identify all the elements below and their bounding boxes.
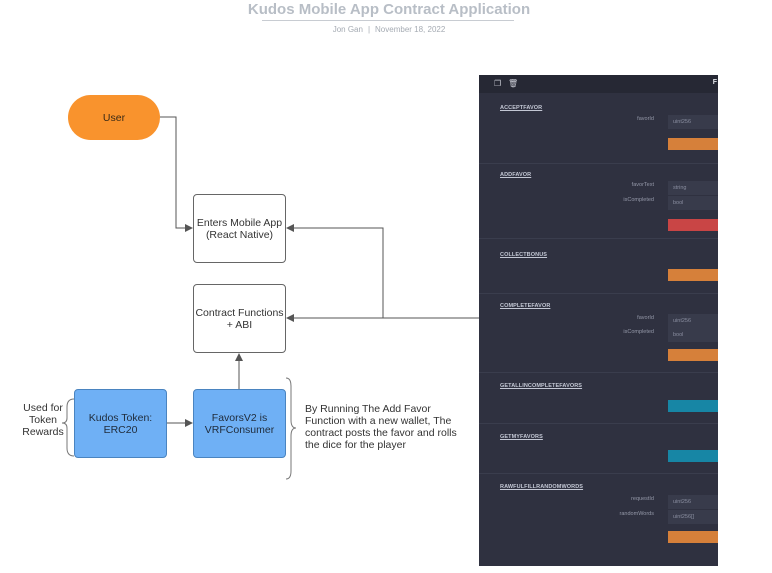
title-underline — [262, 20, 514, 21]
author: Jon Gan — [332, 25, 363, 34]
note-brace — [285, 377, 297, 480]
param-type-input[interactable]: uint256 — [668, 314, 718, 328]
user-to-app-connector — [160, 116, 193, 232]
rawfulfillrandomwords-button[interactable] — [668, 531, 718, 543]
contract-functions-node: Contract Functions + ABI — [193, 284, 286, 353]
param-name: randomWords — [619, 511, 654, 517]
param-type-input[interactable]: uint256[] — [668, 510, 718, 524]
function-divider — [479, 293, 718, 294]
function-divider — [479, 473, 718, 474]
acceptfavor-button[interactable] — [668, 138, 718, 150]
function-getmyfavors-label[interactable]: GETMYFAVORS — [500, 434, 543, 440]
contract-panel: ❐ 🗑 F ACCEPTFAVOR favorId uint256 ADDFAV… — [479, 75, 718, 566]
function-completefavor-label[interactable]: COMPLETEFAVOR — [500, 303, 551, 309]
favors-node: FavorsV2 is VRFConsumer — [193, 389, 286, 458]
function-divider — [479, 372, 718, 373]
getallincompletefavors-button[interactable] — [668, 400, 718, 412]
panel-to-app-connector — [286, 224, 479, 319]
param-name: favorId — [637, 315, 654, 321]
addfavor-button[interactable] — [668, 219, 718, 231]
trash-icon[interactable]: 🗑 — [508, 79, 519, 88]
page-title: Kudos Mobile App Contract Application — [247, 1, 531, 18]
param-type-input[interactable]: bool — [668, 328, 718, 342]
function-rawfulfillrandomwords-label[interactable]: RAWFULFILLRANDOMWORDS — [500, 484, 584, 490]
param-type-input[interactable]: uint256 — [668, 495, 718, 509]
param-type-input[interactable]: string — [668, 181, 718, 195]
add-favor-note: By Running The Add Favor Function with a… — [305, 403, 457, 451]
param-name: requestId — [631, 496, 654, 502]
function-divider — [479, 163, 718, 164]
user-node: User — [68, 95, 160, 140]
completefavor-button[interactable] — [668, 349, 718, 361]
token-rewards-brace — [61, 398, 75, 457]
function-divider — [479, 423, 718, 424]
subtitle-separator: | — [367, 25, 371, 34]
param-name: isCompleted — [623, 197, 654, 203]
param-name: favorText — [631, 182, 654, 188]
param-name: isCompleted — [623, 329, 654, 335]
param-name: favorId — [637, 116, 654, 122]
panel-toolbar: ❐ 🗑 F — [479, 75, 718, 93]
function-divider — [479, 238, 718, 239]
panel-top-right-letter: F — [712, 79, 717, 86]
getmyfavors-button[interactable] — [668, 450, 718, 462]
enters-app-node: Enters Mobile App (React Native) — [193, 194, 286, 263]
param-type-input[interactable]: bool — [668, 196, 718, 210]
copy-icon[interactable]: ❐ — [494, 79, 502, 88]
param-type-input[interactable]: uint256 — [668, 115, 718, 129]
function-getallincompletefavors-label[interactable]: GETALLINCOMPLETEFAVORS — [500, 383, 583, 389]
page-subtitle: Jon Gan | November 18, 2022 — [0, 25, 772, 34]
date: November 18, 2022 — [375, 25, 446, 34]
token-rewards-label: Used for Token Rewards — [22, 402, 64, 438]
kudos-token-node: Kudos Token: ERC20 — [74, 389, 167, 458]
function-collectbonus-label[interactable]: COLLECTBONUS — [500, 252, 548, 258]
function-addfavor-label[interactable]: ADDFAVOR — [500, 172, 532, 178]
function-acceptfavor-label[interactable]: ACCEPTFAVOR — [500, 105, 543, 111]
collectbonus-button[interactable] — [668, 269, 718, 281]
